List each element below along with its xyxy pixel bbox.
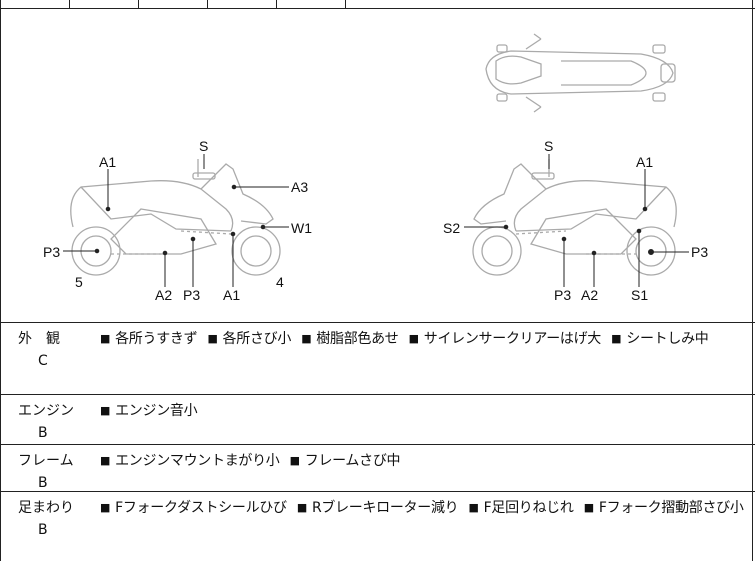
list-item: エンジンマウントまがり小 xyxy=(115,453,280,469)
bullet-icon: ■ xyxy=(296,501,307,514)
label-right-a2: A2 xyxy=(581,287,598,303)
bullet-icon: ■ xyxy=(100,501,111,514)
bullet-icon: ■ xyxy=(301,332,312,345)
label-left-a1-top: A1 xyxy=(99,154,116,170)
left-side-scooter xyxy=(70,159,281,276)
section-exterior: 外 観 C ■ 各所うすきず ■ 各所さび小 ■ 樹脂部色あせ ■ サイレンサークリアー… xyxy=(0,322,755,394)
label-left-p3-bottom: P3 xyxy=(183,287,200,303)
top-cell xyxy=(138,0,208,8)
bullet-icon: ■ xyxy=(100,454,111,467)
label-left-p3: P3 xyxy=(43,244,60,260)
section-frame: フレーム B ■ エンジンマウントまがり小 ■ フレームさび中 xyxy=(0,444,755,492)
top-table-strip xyxy=(0,0,755,9)
top-cell xyxy=(276,0,346,8)
section-engine: エンジン B ■ エンジン音小 xyxy=(0,394,755,445)
right-leader-lines xyxy=(464,154,689,287)
label-right-s1: S1 xyxy=(631,287,648,303)
list-item: フレームさび中 xyxy=(304,453,401,469)
list-item: 樹脂部色あせ xyxy=(316,331,399,347)
list-item: F足回りねじれ xyxy=(483,500,574,516)
bullet-icon: ■ xyxy=(408,332,419,345)
bullet-icon: ■ xyxy=(289,454,300,467)
label-left-a2: A2 xyxy=(155,287,172,303)
label-left-a1-bottom: A1 xyxy=(223,287,240,303)
list-item: エンジン音小 xyxy=(115,403,198,419)
top-cell xyxy=(0,0,70,8)
bullet-icon: ■ xyxy=(207,332,218,345)
bullet-icon: ■ xyxy=(100,332,111,345)
label-right-s2: S2 xyxy=(443,220,460,236)
section-title: 外 観 xyxy=(18,331,60,347)
label-right-s: S xyxy=(544,138,553,154)
label-left-w1: W1 xyxy=(291,220,312,236)
label-right-p3: P3 xyxy=(691,244,708,260)
label-left-a3: A3 xyxy=(291,179,308,195)
label-left-5: 5 xyxy=(75,274,83,290)
label-left-s: S xyxy=(199,138,208,154)
section-title: 足まわり xyxy=(18,500,74,516)
list-item: Fフォーク摺動部さび小 xyxy=(598,500,744,516)
left-leader-lines xyxy=(63,154,289,287)
section-grade: C xyxy=(38,353,48,369)
section-items: ■ Fフォークダストシールひび ■ Rブレーキローター減り ■ F足回りねじれ ■ Fフ… xyxy=(100,498,750,518)
section-items: ■ 各所うすきず ■ 各所さび小 ■ 樹脂部色あせ ■ サイレンサークリアーはげ大 ■ シ… xyxy=(100,329,714,349)
section-grade: B xyxy=(38,522,48,538)
top-cell xyxy=(207,0,277,8)
bullet-icon: ■ xyxy=(468,501,479,514)
damage-diagram: S A1 A3 W1 P3 5 4 A2 P3 A1 S A1 S2 P3 P3… xyxy=(1,9,753,322)
bullet-icon: ■ xyxy=(583,501,594,514)
list-item: Rブレーキローター減り xyxy=(311,500,459,516)
list-item: 各所うすきず xyxy=(115,331,198,347)
bullet-icon: ■ xyxy=(611,332,622,345)
right-side-scooter xyxy=(472,159,677,276)
list-item: Fフォークダストシールひび xyxy=(115,500,287,516)
section-title: フレーム xyxy=(18,453,74,469)
section-suspension: 足まわり B ■ Fフォークダストシールひび ■ Rブレーキローター減り ■ F足回り… xyxy=(0,491,755,562)
bullet-icon: ■ xyxy=(100,404,111,417)
section-grade: B xyxy=(38,475,48,491)
section-items: ■ エンジンマウントまがり小 ■ フレームさび中 xyxy=(100,451,406,471)
label-right-p3-bottom: P3 xyxy=(554,287,571,303)
top-cell xyxy=(69,0,139,8)
top-view-scooter xyxy=(485,33,676,113)
list-item: サイレンサークリアーはげ大 xyxy=(423,331,602,347)
section-items: ■ エンジン音小 xyxy=(100,401,203,421)
list-item: シートしみ中 xyxy=(626,331,709,347)
section-title: エンジン xyxy=(18,403,74,419)
list-item: 各所さび小 xyxy=(222,331,292,347)
label-left-4: 4 xyxy=(276,274,284,290)
label-right-a1-top: A1 xyxy=(636,154,653,170)
section-grade: B xyxy=(38,425,48,441)
